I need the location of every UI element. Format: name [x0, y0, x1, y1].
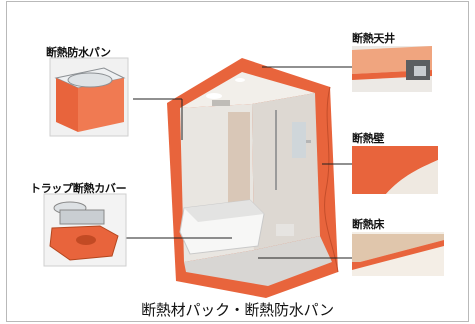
label-ceiling: 断熱天井 — [352, 32, 395, 45]
label-wall: 断熱壁 — [352, 132, 385, 145]
mirror — [292, 122, 306, 158]
ceiling-light — [206, 93, 222, 99]
wall-tile-panel — [228, 112, 250, 204]
label-floor: 断熱床 — [352, 218, 385, 231]
figure-caption: 断熱材パック・断熱防水パン — [141, 301, 334, 319]
ceiling-thumbnail — [352, 46, 432, 92]
room-floor — [184, 236, 332, 286]
floor-thumbnail — [352, 232, 444, 276]
shell-cut-edge — [324, 86, 339, 273]
leader-lines — [118, 66, 352, 259]
room-ceiling — [180, 72, 315, 108]
bathtub-rim — [184, 200, 264, 222]
stool — [276, 224, 294, 236]
bathtub-pan-thumbnail — [49, 57, 129, 137]
wall-thumbnail — [352, 146, 438, 194]
label-bathtub-pan: 断熱防水パン — [46, 46, 111, 59]
ceiling-vent — [212, 100, 230, 106]
label-trap-cover: トラップ断熱カバー — [30, 182, 127, 195]
ceiling-light-2 — [235, 78, 245, 82]
trap-cover-thumbnail — [43, 193, 127, 267]
